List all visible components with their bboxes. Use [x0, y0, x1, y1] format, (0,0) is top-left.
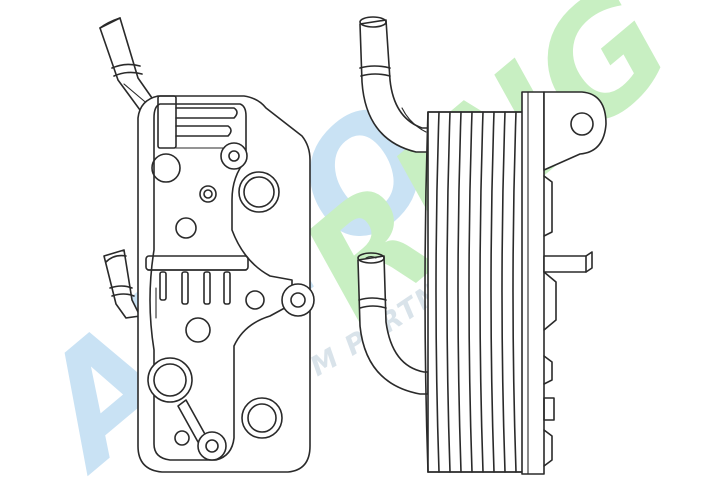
- front-hole-upper-left: [151, 153, 181, 183]
- front-boss-upper-right: [220, 142, 248, 170]
- front-hole-middle-left: [175, 217, 197, 239]
- front-middle-slots: [145, 255, 249, 319]
- front-port-bottom-right-inner: [247, 403, 277, 433]
- side-ear-hole: [570, 112, 594, 136]
- front-hole-small-upper-inner: [203, 189, 213, 199]
- side-plate-stack: [424, 111, 529, 473]
- front-mounting-plate: [149, 103, 293, 461]
- front-boss-upper-right-inner: [228, 150, 240, 162]
- front-hole-middle-right: [245, 290, 265, 310]
- side-mounting-ear: [543, 91, 607, 171]
- front-boss-middle-right: [281, 283, 315, 317]
- front-port-upper: [238, 171, 280, 213]
- front-top-bracket: [157, 95, 238, 149]
- front-hole-lower-mid: [185, 317, 211, 343]
- side-view: [357, 16, 607, 475]
- side-bracket-lower: [543, 397, 555, 421]
- side-base-plate: [521, 91, 545, 475]
- front-drain-pipe: [174, 399, 227, 461]
- side-bracket-tab: [543, 255, 587, 273]
- front-view: [99, 17, 315, 473]
- front-port-upper-inner: [243, 176, 275, 208]
- front-port-lower-inner: [153, 363, 187, 397]
- front-boss-middle-right-inner: [290, 292, 306, 308]
- front-hole-small-upper: [199, 185, 217, 203]
- front-upper-pipe: [99, 17, 153, 111]
- side-bracket: [543, 175, 593, 467]
